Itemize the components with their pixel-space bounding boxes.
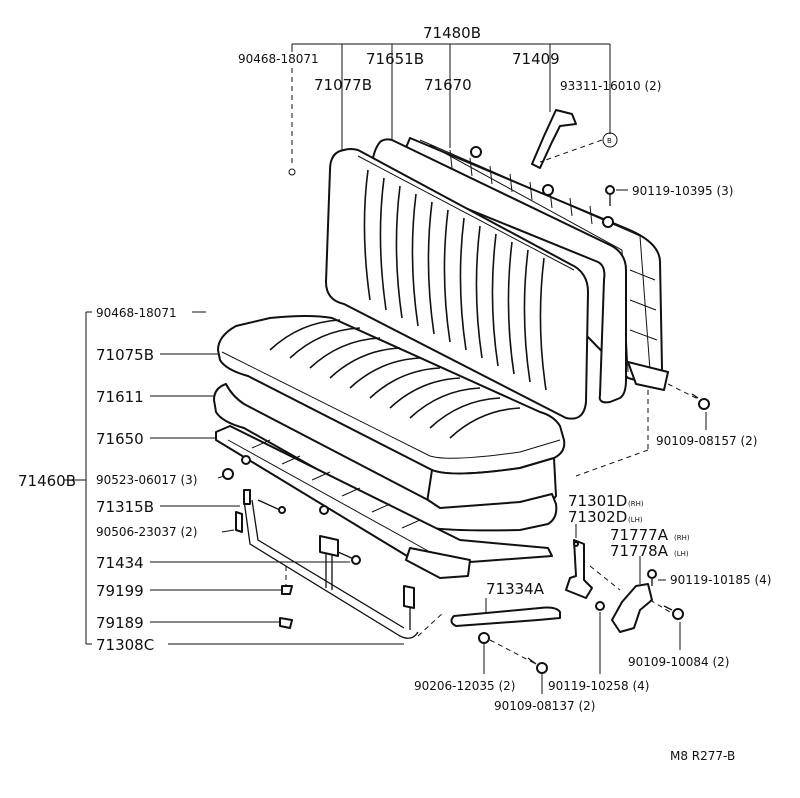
label-71434: 71434 <box>96 554 144 572</box>
label-71480B: 71480B <box>423 24 481 42</box>
label-71778A-side: (LH) <box>674 550 689 558</box>
label-79189: 79189 <box>96 614 144 632</box>
figure-code: M8 R277-B <box>670 749 735 763</box>
belt-bracket <box>531 109 577 169</box>
label-71670: 71670 <box>424 76 472 94</box>
label-71611: 71611 <box>96 388 144 406</box>
label-79199: 79199 <box>96 582 144 600</box>
label-71650: 71650 <box>96 430 144 448</box>
label-71409: 71409 <box>512 50 560 68</box>
label-71301D: 71301D <box>568 492 627 510</box>
backrest-pad <box>371 138 627 404</box>
label-90119-10258: 90119-10258 (4) <box>548 679 650 693</box>
label-90523: 90523-06017 (3) <box>96 473 198 487</box>
seat-frame <box>215 425 553 579</box>
label-ref-b: B <box>607 137 612 145</box>
hinge-parts <box>450 539 684 674</box>
label-71075B: 71075B <box>96 346 154 364</box>
label-71777A: 71777A <box>610 526 669 544</box>
label-71777A-side: (RH) <box>674 534 690 542</box>
label-90109-08137: 90109-08137 (2) <box>494 699 596 713</box>
label-90206: 90206-12035 (2) <box>414 679 516 693</box>
label-90119-10395: 90119-10395 (3) <box>632 184 734 198</box>
label-71460B: 71460B <box>18 472 76 490</box>
leader-lines <box>64 43 707 694</box>
label-90119-10185: 90119-10185 (4) <box>670 573 772 587</box>
seat-leg <box>222 468 419 639</box>
label-90109-08157: 90109-08157 (2) <box>656 434 758 448</box>
label-71308C: 71308C <box>96 636 154 654</box>
label-71302D: 71302D <box>568 508 627 526</box>
backrest-fasteners <box>288 146 710 410</box>
label-90506: 90506-23037 (2) <box>96 525 198 539</box>
label-71302D-side: (LH) <box>628 516 643 524</box>
seat-pad <box>213 383 558 532</box>
seat-cushion <box>217 315 566 511</box>
label-90468-left: 90468-18071 <box>96 306 177 320</box>
label-90109-10084: 90109-10084 (2) <box>628 655 730 669</box>
label-93311: 93311-16010 (2) <box>560 79 662 93</box>
label-71301D-side: (RH) <box>628 500 644 508</box>
label-71778A: 71778A <box>610 542 669 560</box>
backrest-cushion <box>325 148 589 420</box>
label-71077B: 71077B <box>314 76 372 94</box>
label-71334A: 71334A <box>486 580 545 598</box>
label-71651B: 71651B <box>366 50 424 68</box>
label-90468-top: 90468-18071 <box>238 52 319 66</box>
label-71315B: 71315B <box>96 498 154 516</box>
labels: 71480B 90468-18071 71651B 71409 71077B 7… <box>18 24 772 763</box>
